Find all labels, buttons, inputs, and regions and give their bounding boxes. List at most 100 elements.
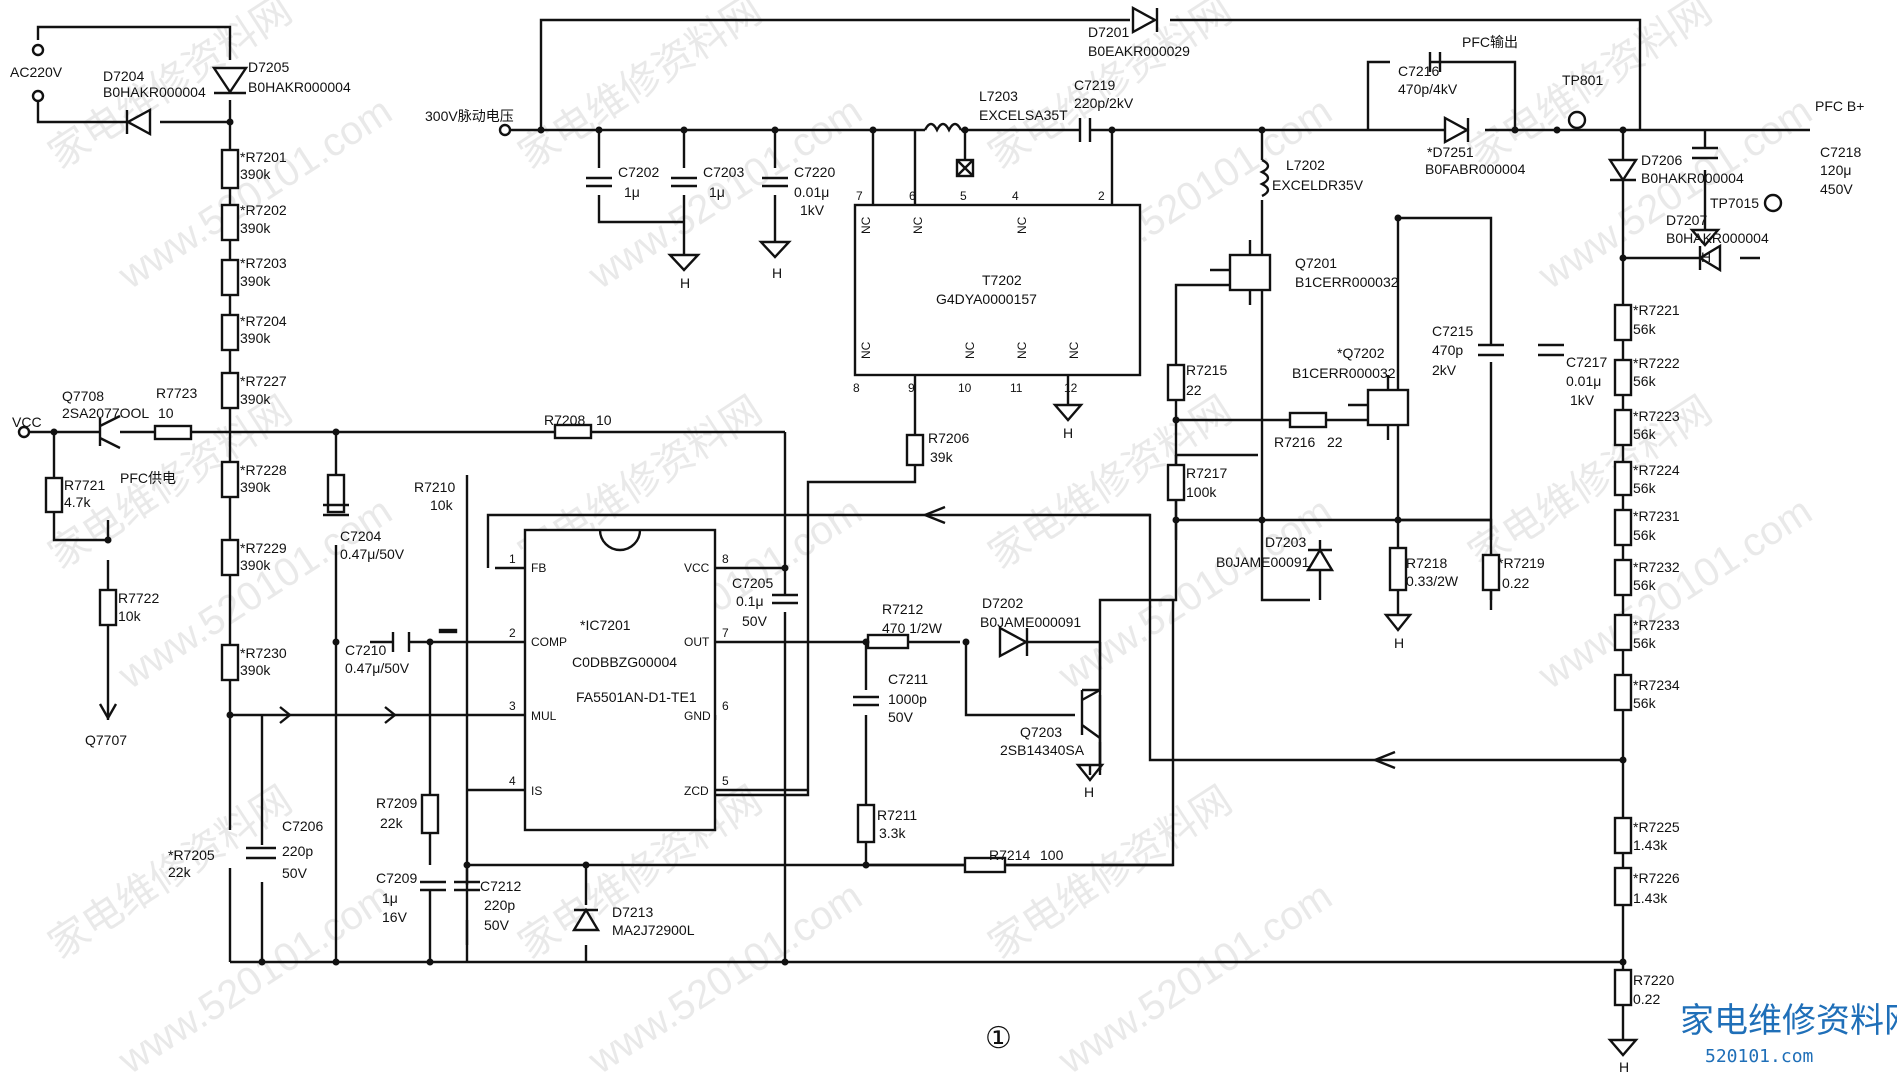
d7213-ref: D7213	[612, 904, 653, 920]
r7205-ref: *R7205	[168, 847, 215, 863]
c7210-value: 0.47μ/50V	[345, 660, 410, 676]
c7220-value: 0.01μ	[794, 184, 829, 200]
c7218-ref: C7218	[1820, 144, 1861, 160]
r7231-ref: *R7231	[1633, 508, 1680, 524]
wire-layer	[27, 18, 1810, 1040]
d7205-ref: D7205	[248, 59, 289, 75]
r7214-value: 100	[1040, 847, 1064, 863]
d7251-value: B0FABR000004	[1425, 161, 1526, 177]
c7211-value: 1000p	[888, 691, 927, 707]
r7723-ref: R7723	[156, 385, 197, 401]
q7707-label: Q7707	[85, 732, 127, 748]
r7220-ref: R7220	[1633, 972, 1674, 988]
l7203-ref: L7203	[979, 88, 1018, 104]
ic-part: C0DBBZG00004	[572, 654, 677, 670]
r7229-value: 390k	[240, 557, 271, 573]
r7224-value: 56k	[1633, 480, 1657, 496]
c7212-rating: 50V	[484, 917, 510, 933]
pfc-b-plus-label: PFC B+	[1815, 98, 1864, 114]
pfc-output-label: PFC输出	[1462, 34, 1518, 50]
r7218-value: 0.33/2W	[1406, 573, 1459, 589]
ground-h-label: H	[1394, 635, 1404, 651]
r7722-ref: R7722	[118, 590, 159, 606]
transformer-nc: NC	[963, 341, 977, 359]
c7205-rating: 50V	[742, 613, 768, 629]
t7202-value: G4DYA0000157	[936, 291, 1037, 307]
r7232-ref: *R7232	[1633, 559, 1680, 575]
r7223-ref: *R7223	[1633, 408, 1680, 424]
q7201-value: B1CERR000032	[1295, 274, 1399, 290]
ic-pin-number: 8	[722, 552, 729, 566]
r7722-value: 10k	[118, 608, 142, 624]
r7211-ref: R7211	[877, 807, 917, 823]
ic-pin-number: 3	[509, 699, 516, 713]
ic-pin-number: 4	[509, 774, 516, 788]
r7210-value: 10k	[430, 497, 454, 513]
r7219-ref: *R7219	[1498, 555, 1545, 571]
d7203-value: B0JAME00091	[1216, 554, 1310, 570]
r7230-ref: *R7230	[240, 645, 287, 661]
ac220v-label: AC220V	[10, 64, 63, 80]
r7228-ref: *R7228	[240, 462, 287, 478]
transformer-nc: NC	[1067, 341, 1081, 359]
transformer-pin: 7	[856, 189, 863, 203]
c7210-ref: C7210	[345, 642, 386, 658]
r7204-ref: *R7204	[240, 313, 287, 329]
c7219-value: 220p/2kV	[1074, 95, 1134, 111]
ic-pin-number: 2	[509, 626, 516, 640]
r7230-value: 390k	[240, 662, 271, 678]
r7208-value: 10	[596, 412, 612, 428]
c7202-value: 1μ	[624, 184, 640, 200]
r7234-ref: *R7234	[1633, 677, 1680, 693]
ic-name: FA5501AN-D1-TE1	[576, 689, 697, 705]
r7721-value: 4.7k	[64, 494, 91, 510]
ic-pin-name: FB	[531, 561, 546, 575]
ic-ref: *IC7201	[580, 617, 631, 633]
site-url: 520101.com	[1705, 1046, 1813, 1067]
watermark-text: 家电维修资料网	[1461, 388, 1720, 577]
d7207-value: B0HAKR000004	[1666, 230, 1769, 246]
ic-pin-number: 1	[509, 552, 516, 566]
r7201-ref: *R7201	[240, 149, 287, 165]
pfc-supply-label: PFC供电	[120, 470, 176, 486]
d7203-ref: D7203	[1265, 534, 1306, 550]
r7206-ref: R7206	[928, 430, 969, 446]
r7221-value: 56k	[1633, 321, 1657, 337]
c7215-rating: 2kV	[1432, 362, 1457, 378]
r7218-ref: R7218	[1406, 555, 1447, 571]
ic-pin-name: COMP	[531, 635, 567, 649]
c7212-ref: C7212	[480, 878, 521, 894]
r7224-ref: *R7224	[1633, 462, 1680, 478]
d7205-value: B0HAKR000004	[248, 79, 351, 95]
figure-number: ①	[985, 1021, 1012, 1056]
c7211-ref: C7211	[888, 671, 928, 687]
r7225-ref: *R7225	[1633, 819, 1680, 835]
r7229-ref: *R7229	[240, 540, 287, 556]
c7205-ref: C7205	[732, 575, 773, 591]
ground-h-label: H	[1063, 425, 1073, 441]
ic-pin-name: GND	[684, 709, 711, 723]
r7220-value: 0.22	[1633, 991, 1660, 1007]
c7202-ref: C7202	[618, 164, 659, 180]
r7231-value: 56k	[1633, 527, 1657, 543]
r7203-ref: *R7203	[240, 255, 287, 271]
transformer-pin: 6	[909, 189, 916, 203]
c7212-value: 220p	[484, 897, 515, 913]
q7203-ref: Q7203	[1020, 724, 1062, 740]
t7202-ref: T7202	[982, 272, 1022, 288]
r7232-value: 56k	[1633, 577, 1657, 593]
c7215-value: 470p	[1432, 342, 1463, 358]
label-layer: AC220V VCC 300V脉动电压 PFC B+ PFC供电 PFC输出 Q…	[10, 24, 1897, 1075]
r7219-value: 0.22	[1502, 575, 1529, 591]
r7226-ref: *R7226	[1633, 870, 1680, 886]
r7216-value: 22	[1327, 434, 1343, 450]
c7218-rating: 450V	[1820, 181, 1853, 197]
ground-h-label: H	[1084, 784, 1094, 800]
ground-h-label: H	[1619, 1059, 1629, 1075]
transformer-pin: 12	[1064, 381, 1078, 395]
c7216-ref: C7216	[1398, 63, 1439, 79]
q7201-ref: Q7201	[1295, 255, 1337, 271]
ic-pin-name: MUL	[531, 709, 557, 723]
c7220-rating: 1kV	[800, 202, 825, 218]
transformer-nc: NC	[1015, 341, 1029, 359]
